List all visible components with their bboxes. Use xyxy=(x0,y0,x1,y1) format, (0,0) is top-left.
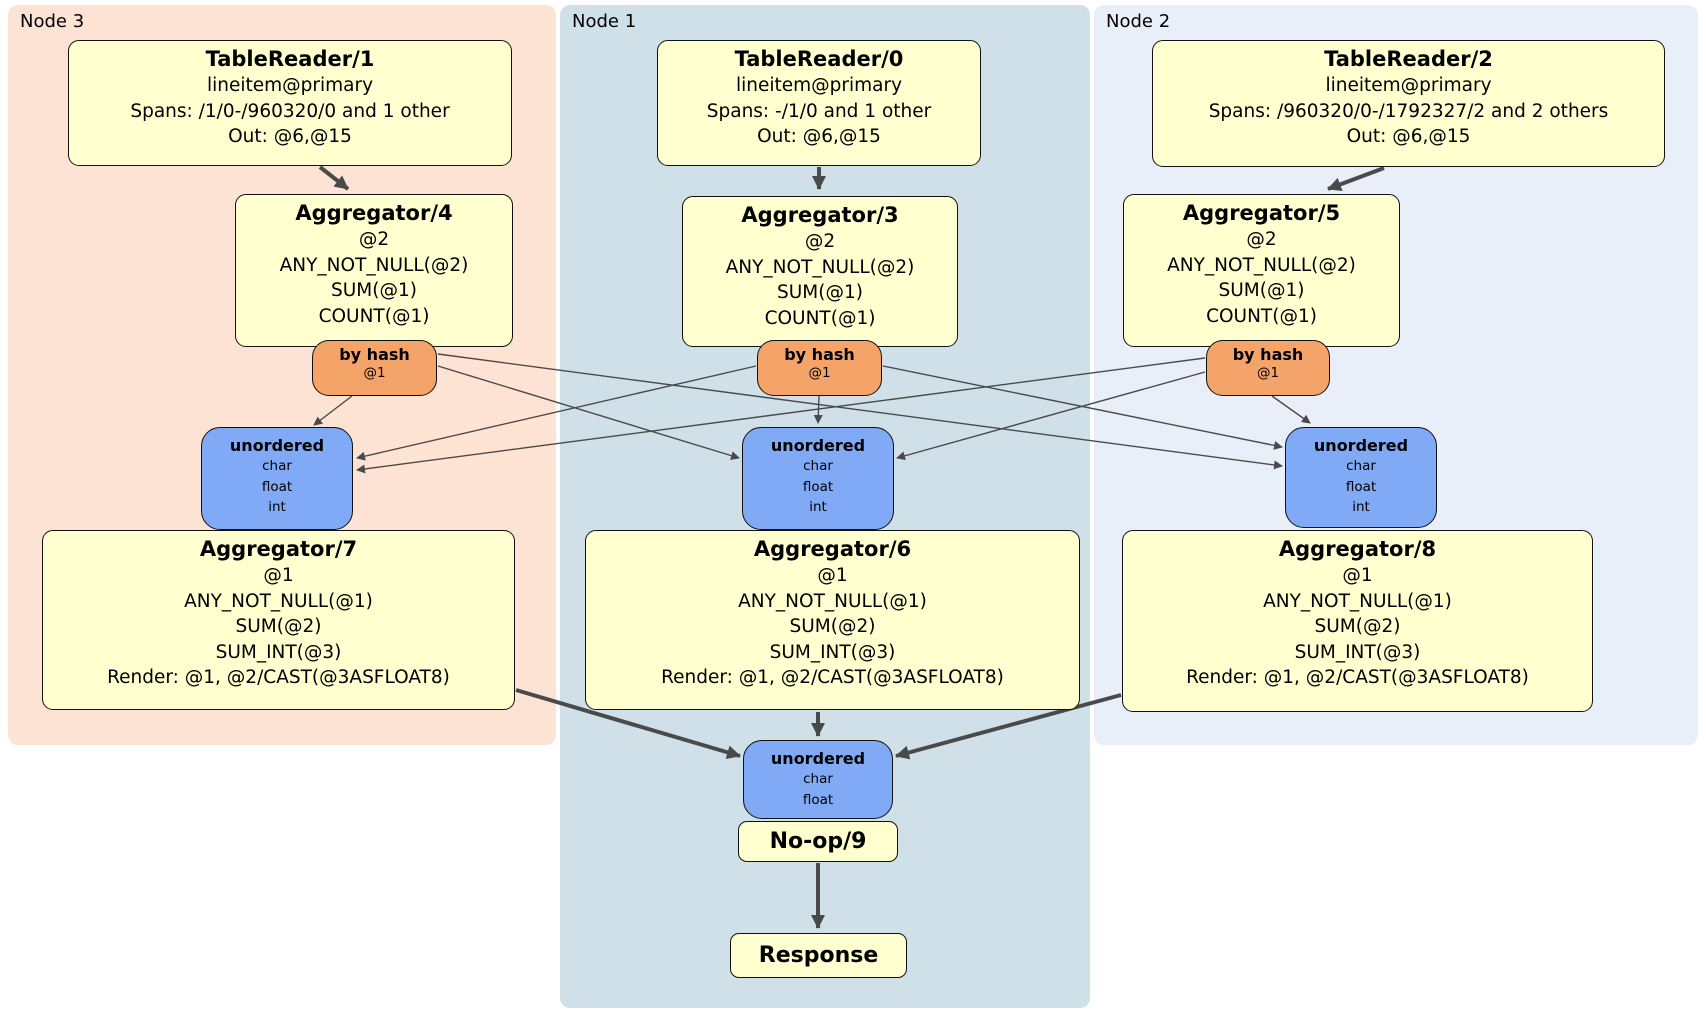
processor-line: Out: @6,@15 xyxy=(757,126,881,147)
sync-title: unordered xyxy=(770,436,866,455)
aggregator-3-box: Aggregator/3 @2 ANY_NOT_NULL(@2) SUM(@1)… xyxy=(682,196,958,347)
sync-title: unordered xyxy=(1313,436,1409,455)
aggregator-5-box: Aggregator/5 @2 ANY_NOT_NULL(@2) SUM(@1)… xyxy=(1123,194,1400,347)
table-reader-1-box: TableReader/1 lineitem@primary Spans: /1… xyxy=(68,40,512,166)
sync-line: int xyxy=(1352,499,1370,515)
aggregator-7-box: Aggregator/7 @1 ANY_NOT_NULL(@1) SUM(@2)… xyxy=(42,530,515,710)
router-detail: @1 xyxy=(1256,365,1280,381)
processor-title: Response xyxy=(758,943,879,968)
router-title: by hash xyxy=(339,345,410,364)
processor-line: SUM(@1) xyxy=(1218,280,1305,301)
unordered-sync-node2: unordered char float int xyxy=(1285,427,1437,528)
noop-box: No-op/9 xyxy=(738,821,898,862)
sync-line: char xyxy=(1346,458,1376,474)
processor-line: Render: @1, @2/CAST(@3ASFLOAT8) xyxy=(107,667,450,688)
aggregator-8-box: Aggregator/8 @1 ANY_NOT_NULL(@1) SUM(@2)… xyxy=(1122,530,1593,712)
processor-line: COUNT(@1) xyxy=(1206,305,1317,327)
sync-line: char xyxy=(803,771,833,787)
processor-line: lineitem@primary xyxy=(735,75,903,96)
node-label: Node 3 xyxy=(20,11,85,32)
table-reader-2-box: TableReader/2 lineitem@primary Spans: /9… xyxy=(1152,40,1665,167)
processor-title: TableReader/1 xyxy=(205,47,375,71)
unordered-sync-node1: unordered char float int xyxy=(742,427,894,530)
processor-title: Aggregator/5 xyxy=(1182,201,1341,225)
processor-line: SUM_INT(@3) xyxy=(215,641,342,663)
processor-line: ANY_NOT_NULL(@2) xyxy=(1167,254,1356,276)
processor-line: Out: @6,@15 xyxy=(1346,126,1471,147)
processor-line: SUM(@2) xyxy=(789,616,876,637)
router-detail: @1 xyxy=(363,365,386,381)
processor-line: COUNT(@1) xyxy=(764,307,876,329)
processor-line: SUM(@1) xyxy=(777,282,863,303)
processor-line: @1 xyxy=(817,565,848,586)
unordered-sync-node3: unordered char float int xyxy=(201,427,353,530)
sync-line: float xyxy=(802,791,834,808)
processor-title: TableReader/0 xyxy=(734,47,904,71)
hash-router-node1: by hash @1 xyxy=(757,340,882,396)
node-label: Node 1 xyxy=(572,11,637,32)
processor-line: ANY_NOT_NULL(@1) xyxy=(184,590,373,612)
sync-line: float xyxy=(802,478,834,495)
node-label: Node 2 xyxy=(1106,11,1171,32)
processor-line: SUM(@2) xyxy=(235,616,322,637)
processor-line: @1 xyxy=(1342,565,1373,586)
aggregator-4-box: Aggregator/4 @2 ANY_NOT_NULL(@2) SUM(@1)… xyxy=(235,194,513,347)
processor-line: @2 xyxy=(358,229,390,250)
sync-line: int xyxy=(268,499,286,515)
sync-line: char xyxy=(262,458,292,474)
processor-line: ANY_NOT_NULL(@2) xyxy=(279,254,469,276)
processor-line: SUM(@2) xyxy=(1314,616,1401,637)
table-reader-0-box: TableReader/0 lineitem@primary Spans: -/… xyxy=(657,40,981,166)
sync-title: unordered xyxy=(229,436,325,455)
processor-line: SUM(@1) xyxy=(331,280,417,301)
processor-title: No-op/9 xyxy=(769,829,867,854)
processor-line: Spans: -/1/0 and 1 other xyxy=(706,100,932,122)
processor-line: lineitem@primary xyxy=(206,75,374,96)
sync-line: float xyxy=(1345,478,1377,495)
processor-title: TableReader/2 xyxy=(1324,47,1493,71)
processor-line: lineitem@primary xyxy=(1325,75,1492,96)
aggregator-6-box: Aggregator/6 @1 ANY_NOT_NULL(@1) SUM(@2)… xyxy=(585,530,1080,710)
processor-line: Out: @6,@15 xyxy=(228,126,352,147)
response-box: Response xyxy=(730,933,907,978)
sync-line: float xyxy=(261,478,293,495)
hash-router-node3: by hash @1 xyxy=(312,340,437,396)
processor-line: @2 xyxy=(804,231,836,252)
hash-router-node2: by hash @1 xyxy=(1206,340,1330,396)
router-title: by hash xyxy=(1232,345,1304,364)
processor-line: Render: @1, @2/CAST(@3ASFLOAT8) xyxy=(1186,667,1529,688)
processor-line: SUM_INT(@3) xyxy=(769,641,896,663)
processor-line: @1 xyxy=(263,565,294,586)
processor-line: ANY_NOT_NULL(@1) xyxy=(738,590,927,612)
processor-title: Aggregator/6 xyxy=(753,537,912,561)
processor-line: @2 xyxy=(1246,229,1277,250)
processor-line: Render: @1, @2/CAST(@3ASFLOAT8) xyxy=(661,667,1004,688)
processor-line: Spans: /960320/0-/1792327/2 and 2 others xyxy=(1208,100,1609,122)
router-detail: @1 xyxy=(808,365,831,381)
sync-title: unordered xyxy=(770,749,866,768)
processor-line: SUM_INT(@3) xyxy=(1294,641,1421,663)
processor-title: Aggregator/7 xyxy=(199,537,358,561)
processor-title: Aggregator/8 xyxy=(1278,537,1437,561)
processor-title: Aggregator/4 xyxy=(295,201,453,225)
processor-line: Spans: /1/0-/960320/0 and 1 other xyxy=(130,100,450,122)
sync-line: char xyxy=(803,458,833,474)
processor-line: ANY_NOT_NULL(@1) xyxy=(1263,590,1452,612)
processor-line: COUNT(@1) xyxy=(318,305,430,327)
processor-title: Aggregator/3 xyxy=(741,203,899,227)
unordered-sync-final: unordered char float xyxy=(743,740,893,819)
sync-line: int xyxy=(809,499,827,515)
processor-line: ANY_NOT_NULL(@2) xyxy=(725,256,915,278)
router-title: by hash xyxy=(784,345,855,364)
